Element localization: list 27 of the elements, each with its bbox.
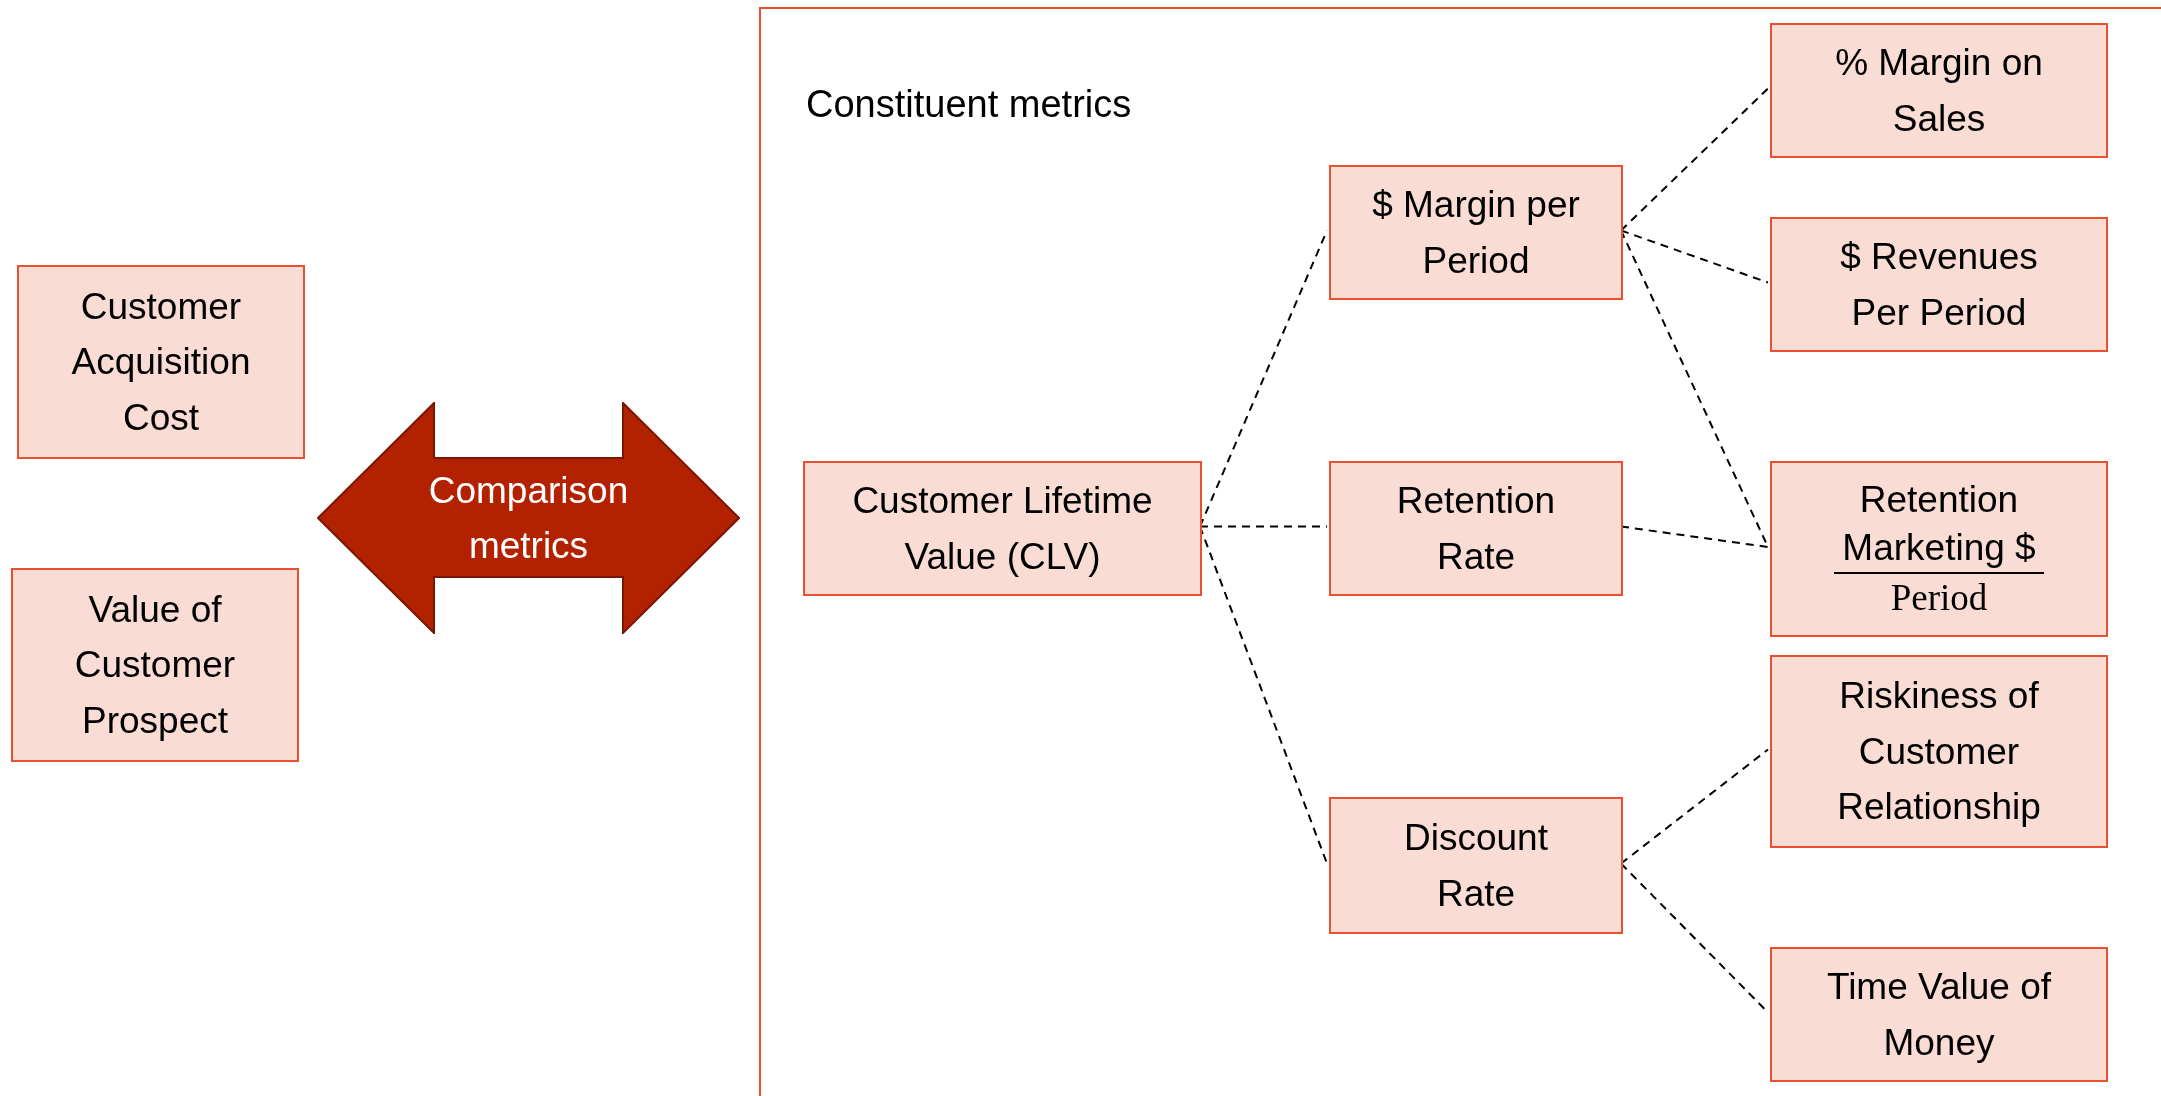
box-text: Retention Rate <box>1395 479 1557 579</box>
fraction-numerator: Marketing $ <box>1834 523 2044 575</box>
metric-box <box>1770 23 2108 158</box>
metric-box <box>1329 165 1623 300</box>
box-text: $ Margin per Period <box>1371 183 1581 283</box>
box-text: % Margin on Sales <box>1834 41 2044 141</box>
arrow-label: Comparison metrics <box>428 468 629 568</box>
box-text: Discount Rate <box>1403 816 1549 916</box>
box-text: Customer Acquisition Cost <box>70 284 252 440</box>
box-text: Riskiness of Customer Relationship <box>1836 674 2042 830</box>
box-text: Retention <box>1859 477 2019 522</box>
metric-box <box>1329 797 1623 934</box>
metric-box <box>1770 461 2108 637</box>
metric-box <box>11 568 299 762</box>
metric-box <box>1770 217 2108 352</box>
box-text: Value of Customer Prospect <box>73 587 237 743</box>
metric-box <box>1770 947 2108 1082</box>
metric-box <box>803 461 1202 596</box>
metric-box <box>1770 655 2108 848</box>
box-text: $ Revenues Per Period <box>1839 235 2039 335</box>
group-heading: Constituent metrics <box>806 82 1132 127</box>
box-text: Customer Lifetime Value (CLV) <box>851 479 1154 579</box>
fraction-denominator: Period <box>1890 576 1988 621</box>
metric-box <box>1329 461 1623 596</box>
metric-box <box>17 265 305 459</box>
group-frame <box>759 7 2161 1096</box>
box-text: Time Value of Money <box>1825 965 2053 1065</box>
